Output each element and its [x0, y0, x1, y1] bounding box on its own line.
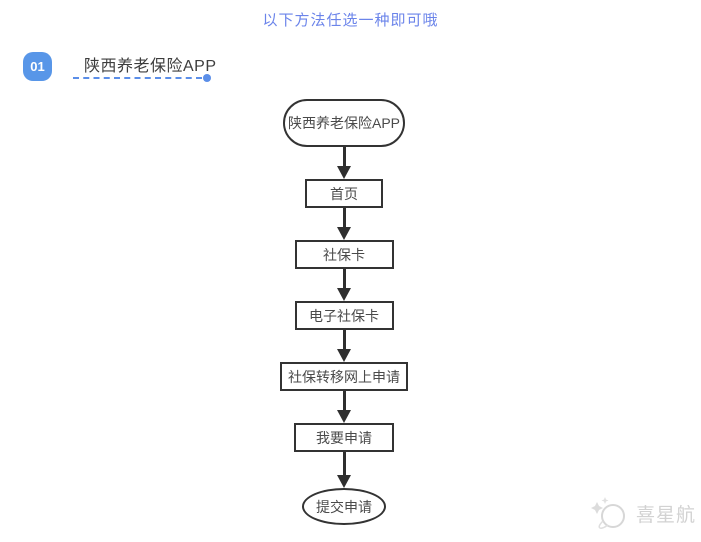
arrow-line — [342, 452, 346, 476]
flow-node-i-apply: 我要申请 — [294, 423, 394, 452]
flow-arrow — [337, 330, 351, 362]
arrow-head-icon — [337, 166, 351, 179]
arrow-line — [342, 208, 346, 228]
top-note: 以下方法任选一种即可哦 — [262, 12, 439, 29]
arrow-head-icon — [337, 227, 351, 240]
flow-node-home: 首页 — [305, 179, 383, 208]
arrow-head-icon — [337, 410, 351, 423]
section-number-badge: 01 — [23, 52, 52, 81]
flow-arrow — [337, 391, 351, 423]
arrow-line — [342, 147, 346, 167]
flow-arrow — [337, 208, 351, 240]
flow-arrow — [337, 269, 351, 301]
flow-node-social-card: 社保卡 — [294, 240, 394, 269]
flow-node-e-card: 电子社保卡 — [294, 301, 394, 330]
arrow-head-icon — [337, 475, 351, 488]
watermark-text: 喜星航 — [636, 504, 697, 526]
planet-star-logo-icon — [591, 497, 625, 529]
arrow-line — [342, 391, 346, 411]
section-title: 陕西养老保险APP — [84, 58, 217, 75]
flowchart: 陕西养老保险APP 首页 社保卡 电子社保卡 社保转移网上申请 我要申请 — [280, 99, 408, 525]
watermark: 喜星航 — [588, 494, 696, 532]
arrow-line — [342, 330, 346, 350]
arrow-head-icon — [337, 288, 351, 301]
arrow-head-icon — [337, 349, 351, 362]
flow-node-transfer-apply: 社保转移网上申请 — [280, 362, 408, 391]
arrow-line — [342, 269, 346, 289]
flow-node-submit: 提交申请 — [302, 488, 386, 525]
flow-node-start: 陕西养老保险APP — [283, 99, 405, 147]
section-title-underline — [73, 74, 211, 82]
flow-arrow — [337, 452, 351, 488]
underline-end-dot — [203, 74, 211, 82]
flow-arrow — [337, 147, 351, 179]
